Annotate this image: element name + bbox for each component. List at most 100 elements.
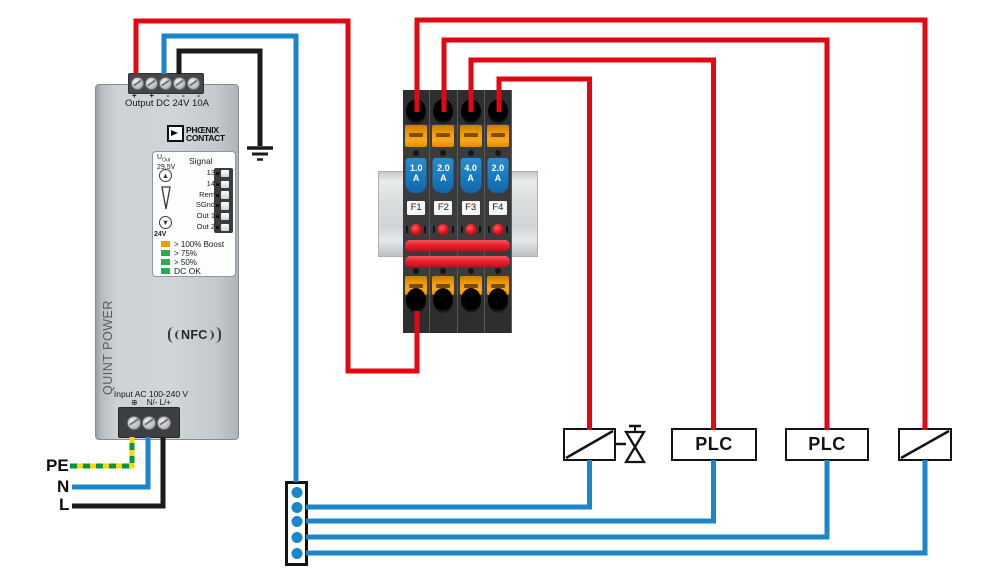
wire-entry-hole (460, 288, 481, 313)
pin-dot (216, 182, 219, 186)
input-screw-terminal (142, 416, 156, 430)
signal-connector (214, 168, 233, 233)
pin-clamp (221, 223, 229, 232)
led-tick (451, 226, 454, 233)
wire-entry-hole (433, 99, 454, 124)
pin-label: Out 2 (196, 221, 215, 231)
connector-pin (214, 222, 233, 233)
pin-dot (216, 172, 219, 175)
wire-entry-hole (406, 288, 427, 313)
led-tick (478, 226, 481, 233)
psu-input-label: Input AC 100-240 V (113, 389, 189, 399)
led-tick (506, 226, 508, 233)
wire-entry-hole (460, 99, 481, 124)
output-screw-terminal (145, 77, 158, 90)
pin-clamp (221, 169, 229, 178)
mains-label-pe: PE (46, 456, 69, 475)
pin-dot (216, 225, 219, 229)
nfc-wave-icon (175, 330, 180, 340)
connector-pin (214, 211, 233, 222)
wire-neutral (72, 437, 151, 490)
nfc-wave-icon (209, 330, 214, 340)
pin-label: Rem (199, 189, 215, 199)
test-point (440, 268, 447, 274)
led-orange-icon (161, 241, 170, 247)
output-screw-terminal (187, 77, 200, 90)
clamp-lever (486, 125, 509, 147)
test-point (413, 268, 420, 274)
distribution-terminal (291, 531, 302, 543)
signal-pin-labels: 13 14 Rem SGnd Out 1 Out 2 (153, 168, 216, 233)
test-point (494, 268, 501, 274)
status-led (492, 224, 504, 235)
wire-pe-stripes (70, 437, 135, 469)
led-label: DC OK (174, 266, 201, 276)
rating-value: 2.0 (437, 163, 450, 173)
pin-dot (216, 215, 219, 219)
pin-dot (216, 204, 219, 208)
wire-entry-hole (487, 288, 508, 313)
test-point (413, 150, 420, 156)
distribution-terminal (291, 486, 302, 498)
rating-unit: A (494, 173, 502, 183)
led-tick (406, 226, 408, 233)
connector-pin (214, 179, 233, 190)
busbar (405, 240, 510, 251)
psu-signal-panel: UOut 29,5V Signal ▲ ▼ 24V 13 14 Rem SGnd… (152, 151, 236, 277)
led-legend-row: > 100% Boost (161, 239, 225, 249)
pin-label: 14 (206, 178, 215, 188)
pin-label: 13 (206, 168, 215, 177)
pin-label: Out 1 (196, 211, 215, 221)
pin-dot (216, 193, 219, 197)
status-led (465, 224, 477, 235)
valve-triangle-top (623, 430, 647, 450)
rating-value: 2.0 (491, 163, 505, 173)
connector-pin (214, 190, 233, 201)
psu-side-label: QUINT POWER (101, 300, 115, 395)
psu-input-terminal-block (118, 407, 180, 438)
led-label: > 100% Boost (174, 239, 225, 249)
connector-pin (214, 168, 233, 179)
wire-valve-return (306, 460, 592, 510)
phoenix-contact-logo: PHŒNIX CONTACT (167, 125, 225, 142)
led-legend-row: > 50% (161, 258, 197, 267)
wire-entry-hole (433, 288, 454, 313)
led-tick (460, 226, 463, 233)
led-tick (433, 226, 436, 233)
pin-clamp (221, 212, 229, 221)
led-label: > 75% (174, 248, 197, 258)
distribution-terminal (291, 547, 302, 559)
output-screw-terminal (159, 77, 172, 90)
led-tick (487, 226, 490, 233)
input-terminal-label: N/- L/+ (146, 398, 171, 407)
signal-title: Signal (189, 156, 213, 166)
nfc-wave-icon (215, 327, 221, 343)
led-legend-row: DC OK (161, 266, 201, 276)
pin-clamp (221, 191, 229, 199)
output-screw-terminal (131, 77, 144, 90)
load-plc-1: PLC (671, 428, 757, 461)
u-sub: Out (162, 157, 171, 164)
rating-value: 1.0 (409, 163, 423, 173)
led-tick (424, 226, 427, 233)
distribution-terminal (291, 515, 302, 527)
breaker-id-tag: F2 (433, 200, 454, 216)
test-point (440, 150, 447, 156)
test-point (494, 150, 501, 156)
wire-entry-hole (487, 99, 508, 124)
pin-label: SGnd (195, 200, 215, 210)
mains-label-n: N (57, 477, 70, 496)
pin-clamp (221, 180, 229, 189)
led-green-icon (161, 259, 170, 265)
load-solenoid-valve-coil (563, 428, 616, 461)
breaker-id-tag: F4 (487, 200, 508, 216)
input-screw-terminal (127, 416, 141, 430)
